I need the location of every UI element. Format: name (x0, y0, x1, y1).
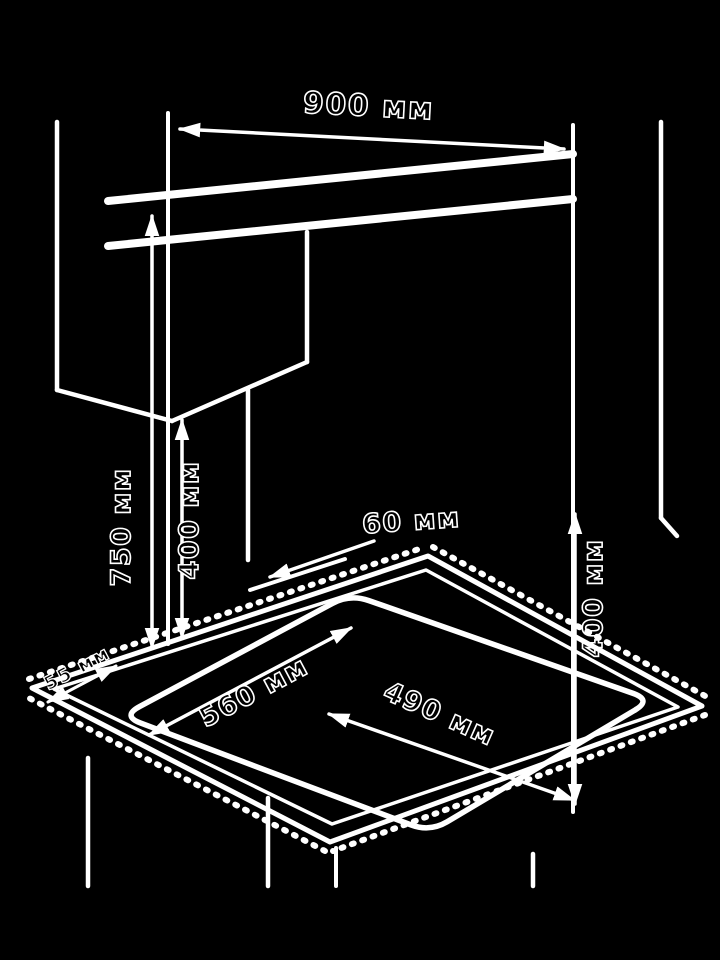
dimension-left-heights: 750 мм 400 мм (105, 214, 206, 650)
hood-band-bottom (104, 195, 577, 250)
hood-band-top (104, 150, 577, 205)
cutout-outline (128, 595, 646, 831)
right-cabinet-corner (658, 515, 680, 539)
left-inner-height-label: 400 мм (174, 461, 205, 580)
left-outer-height-label: 750 мм (106, 468, 137, 587)
top-width-label: 900 мм (302, 86, 435, 128)
base-cabinet (85, 755, 536, 889)
dimension-line (178, 122, 566, 156)
wall-base-line (248, 557, 347, 592)
break-hatch-back-right (430, 544, 710, 700)
dimension-right-height: 400 мм (567, 512, 610, 806)
cutout-depth-dim-line (327, 712, 576, 802)
cabinet-bottom-right (169, 359, 310, 424)
counter-outer-edge (29, 553, 705, 845)
callout-back-clearance: 60 мм (248, 502, 462, 592)
break-hatch-front-left (24, 694, 328, 854)
edge-clearance-dim-line (46, 664, 118, 704)
counter-inner-edge (52, 568, 680, 826)
right-height-label: 400 мм (578, 539, 609, 658)
leader-line (268, 539, 376, 579)
cutout-width-dim-line (147, 626, 353, 737)
back-clearance-label: 60 мм (361, 503, 462, 541)
break-hatch-back-left (26, 544, 428, 682)
dimension-top-width: 900 мм (178, 85, 566, 156)
